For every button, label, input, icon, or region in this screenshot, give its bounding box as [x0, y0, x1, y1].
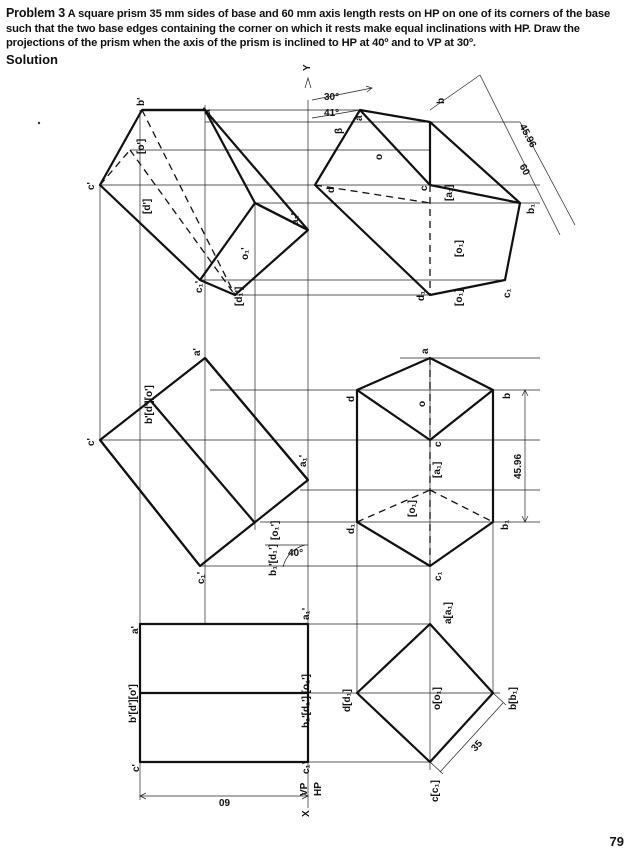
fig3-angle-41: 41° [324, 108, 339, 119]
fig2-top-a1-label: [a₁] [432, 462, 443, 478]
fig3-front-view: b' a' [o'] c' [d'] a₁' o₁' c₁' [d₁'] [86, 98, 310, 306]
fig2-diag-dim: 45.96 [513, 454, 524, 479]
fig1-c1-label: c₁' [301, 762, 312, 774]
fig2-top-d-label: d [346, 396, 357, 402]
fig1-length-dim: 60 [218, 796, 230, 807]
fig3-b-label: b' [136, 98, 147, 107]
fig3-top-b1-label: b₁ [526, 204, 537, 214]
fig3-top-a1-label: [a₁] [444, 185, 455, 201]
fig1-a1-label: a₁' [301, 608, 312, 620]
fig3-top-o1-label: [o₁] [454, 240, 465, 257]
stray-dot [37, 121, 41, 125]
fig3-o1-label: o₁' [240, 247, 251, 260]
fig1-top-d-label: d[d₁] [342, 689, 353, 712]
fig1-top-b-label: b[b₁] [508, 687, 519, 710]
fig3-top-o-label: o [374, 154, 385, 160]
fig2-top-o-label: o [417, 401, 428, 407]
fig2-top-a-label: a [420, 348, 431, 354]
fig1-front-view: a' b'[d'][o'] c' a₁' b₁'[d₁'] [o₁'] c₁' … [128, 608, 312, 807]
fig2-b1-label: b₁'[d₁'] [268, 544, 279, 576]
fig3-len-dim: 60 [517, 162, 532, 177]
fig3-d-label: [d'] [142, 199, 153, 214]
fig2-b-label: b'[d'][o'] [144, 385, 155, 424]
fig3-top-a-label: a [354, 115, 365, 121]
fig1-top-o-label: o[o₁] [432, 687, 443, 710]
fig2-top-d1-label: d₁ [346, 524, 357, 534]
fig3-top-c-label: c [419, 185, 430, 191]
fig3-a-label: a' [202, 107, 213, 115]
fig3-top-b-label: b [436, 98, 447, 104]
fig2-top-b-label: b [502, 393, 513, 399]
fig2-top-o1-label: [o₁] [407, 500, 418, 517]
fig2-top-c-label: c [433, 441, 444, 447]
y-label: Y [302, 64, 313, 71]
fig1-b1-label: b₁'[d₁'] [o₁'] [301, 674, 312, 728]
fig3-beta: β [334, 128, 345, 134]
fig1-side-dim: 35 [469, 738, 485, 754]
fig3-top-d-label: d [326, 187, 337, 193]
fig1-top-view: a[a₁] o[o₁] b[b₁] d[d₁] c[c₁] 35 [342, 602, 519, 802]
fig3-diag-dim: 45.96 [517, 122, 539, 150]
fig3-d1-label: [d₁'] [234, 287, 245, 306]
fig3-angle-30: 30° [324, 92, 339, 103]
fig3-top-c1-label: c₁ [502, 288, 513, 298]
fig3-c1-label: c₁' [194, 281, 205, 293]
fig2-front-view: a' b'[d'][o'] c' a₁' b₁'[d₁'] [o₁'] c₁' … [86, 348, 310, 584]
x-label: X [301, 810, 312, 817]
fig2-angle-40: 40° [288, 548, 303, 559]
fig2-top-c1-label: c₁ [433, 571, 444, 581]
fig3-o-label: [o'] [136, 139, 147, 154]
fig3-top-o-small-label: [o₁] [454, 289, 465, 306]
problem-text: A square prism 35 mm sides of base and 6… [6, 8, 611, 49]
fig2-c-label: c' [86, 438, 97, 446]
problem-statement: Problem 3 A square prism 35 mm sides of … [6, 6, 632, 51]
fig2-c1-label: c₁' [196, 572, 207, 584]
fig1-b-label: b'[d'][o'] [128, 684, 139, 723]
vp-label: VP [299, 782, 310, 796]
fig2-top-b1-label: b₁ [500, 520, 511, 530]
solution-heading: Solution [6, 52, 58, 67]
fig3-c-label: c' [86, 182, 97, 190]
fig3-top-d1-label: d₁ [416, 291, 427, 301]
fig1-c-label: c' [131, 764, 142, 772]
fig2-top-view: a d o b c [a₁] [o₁] d₁ b₁ c₁ 45.96 [346, 348, 529, 581]
fig1-top-a-label: a[a₁] [443, 602, 454, 624]
fig1-top-c-label: c[c₁] [430, 780, 441, 802]
fig1-a-label: a' [130, 626, 141, 634]
hp-label: HP [313, 782, 324, 796]
fig2-a1-label: a₁' [298, 455, 309, 467]
fig2-a-label: a' [192, 348, 203, 356]
problem-label: Problem 3 [6, 6, 66, 20]
projector-lines [99, 105, 540, 800]
fig2-o1-label: [o₁'] [270, 521, 281, 540]
page-number: 79 [609, 834, 624, 849]
fig3-a1-label: a₁' [290, 213, 301, 225]
